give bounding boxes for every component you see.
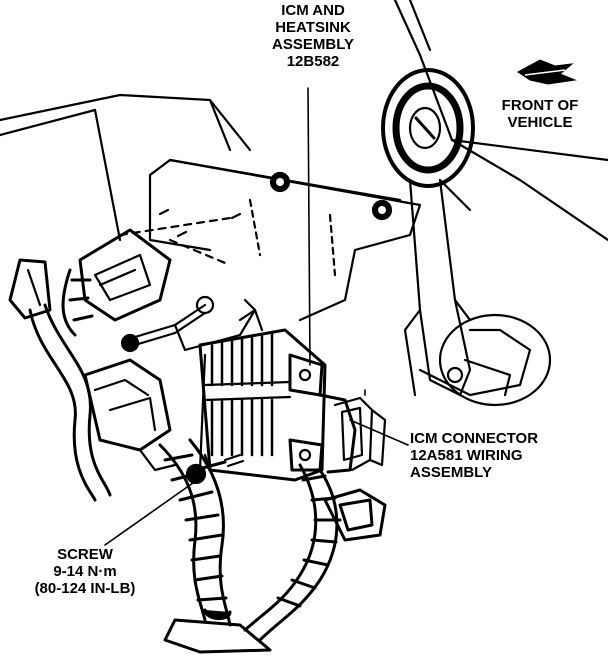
mid-connector-block [83, 358, 177, 472]
icm-connector [318, 393, 387, 474]
bracket-bolts [158, 171, 393, 238]
front-arrow-icon [517, 59, 577, 85]
leader-lines [104, 87, 409, 546]
body-panel [0, 0, 608, 242]
icm-heatsink-label: ICM AND HEATSINK ASSEMBLY 12B582 [258, 2, 368, 70]
icm-connector-line2: 12A581 WIRING [410, 447, 523, 464]
icm-heatsink-line3: ASSEMBLY [272, 36, 354, 53]
icm-heatsink-line2: HEATSINK [275, 19, 351, 36]
icm-heatsink-module [198, 308, 327, 482]
left-harness [28, 268, 112, 502]
front-of-vehicle-line1: FRONT OF [501, 97, 579, 114]
icm-connector-line3: ASSEMBLY [410, 464, 492, 481]
screw-label: SCREW 9-14 N·m (80-124 IN-LB) [20, 546, 150, 597]
icm-connector-label: ICM CONNECTOR 12A581 WIRING ASSEMBLY [410, 430, 600, 481]
screw-line3: (80-124 IN-LB) [34, 580, 136, 597]
icm-heatsink-line1: ICM AND [281, 2, 345, 19]
right-harness [243, 463, 387, 642]
front-of-vehicle-line2: VEHICLE [507, 114, 573, 131]
mounting-bracket [118, 158, 422, 322]
ground-bolt [120, 295, 257, 353]
front-of-vehicle-label: FRONT OF VEHICLE [485, 97, 595, 131]
icm-connector-line1: ICM CONNECTOR [410, 430, 539, 447]
strut-assembly [381, 68, 552, 407]
screw-line2: 9-14 N·m [53, 563, 117, 580]
screw-part [185, 453, 245, 485]
screw-line1: SCREW [57, 546, 113, 563]
icm-heatsink-part: 12B582 [286, 53, 340, 70]
left-connector [8, 228, 172, 322]
